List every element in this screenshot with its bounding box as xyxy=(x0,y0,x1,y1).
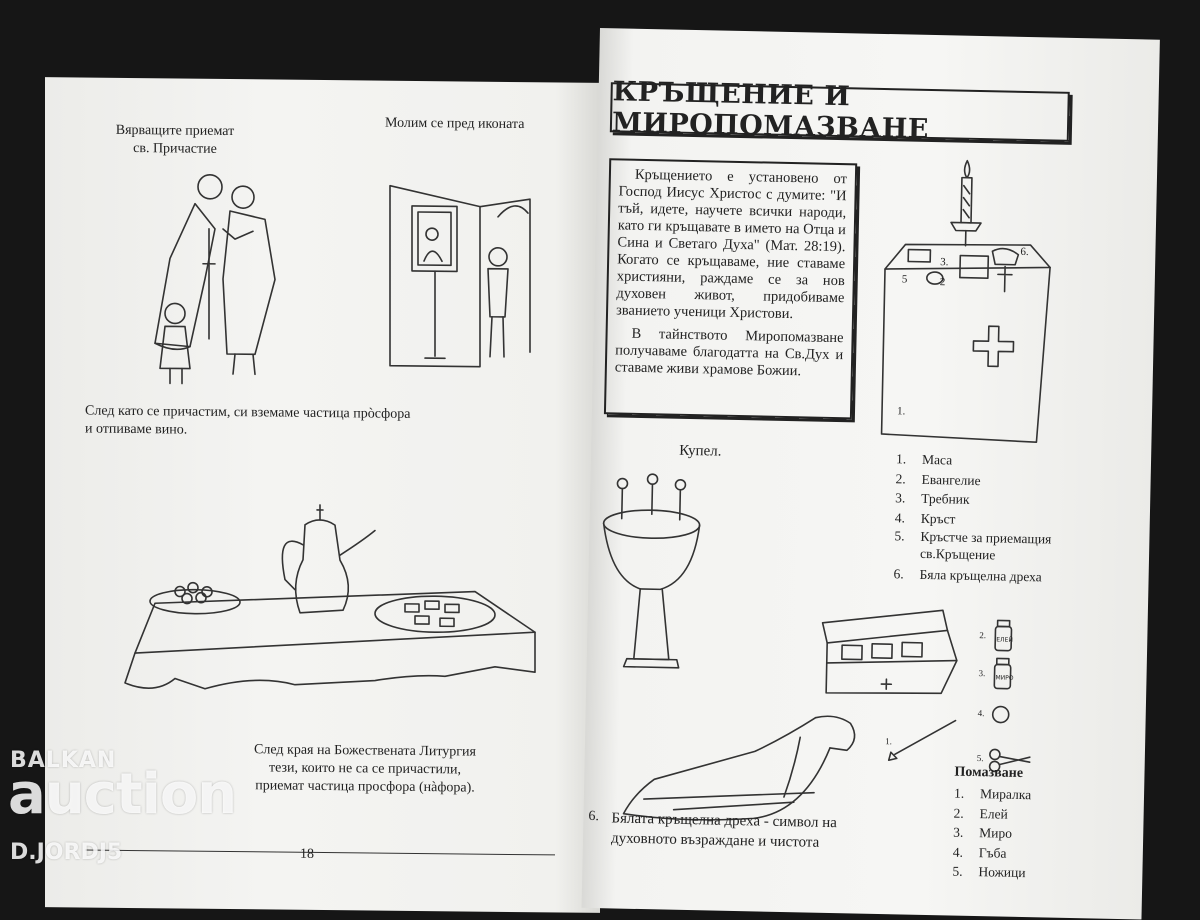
liturgy-table-illustration xyxy=(124,504,536,690)
bottle-label-chrism: МИРО xyxy=(995,674,1013,681)
baptismal-font-illustration xyxy=(602,473,701,669)
bottle-label-oil: ЕЛЕЙ xyxy=(996,636,1013,643)
baptismal-robe-illustration xyxy=(622,715,856,821)
robe-caption: Бялата кръщелна дреха - символ на духовн… xyxy=(610,810,838,851)
altar-label-2: 2 xyxy=(940,276,946,288)
altar-label-5: 5 xyxy=(902,273,908,285)
list-item: 2.Елей xyxy=(953,805,1008,822)
anointing-tools-illustration: ЕЛЕЙ МИРО 2. 3. 4. 5. xyxy=(977,619,1031,773)
font-caption: Купел. xyxy=(678,442,722,460)
icon-prayer-caption: Молим се пред иконата xyxy=(385,115,525,133)
list-item: 4.Гъба xyxy=(952,844,1007,861)
page-number: 18 xyxy=(300,846,314,862)
intro-paragraph-2: В тайнството Миропомазване получаваме бл… xyxy=(614,325,844,380)
communion-caption: Вярващите приемат св. Причастие xyxy=(115,122,235,157)
svg-text:4.: 4. xyxy=(978,708,985,718)
left-page: Вярващите приемат св. Причастие Молим се… xyxy=(45,77,600,913)
brush-illustration: 1. xyxy=(885,719,957,762)
altar-label-3: 3. xyxy=(940,256,949,268)
altar-label-1: 1. xyxy=(897,405,906,417)
list-item: 1.Миралка xyxy=(953,785,1032,803)
list-item: 6.Бяла кръщелна дреха xyxy=(893,566,1042,585)
svg-text:1.: 1. xyxy=(885,736,892,746)
list-item: 5.Ножици xyxy=(952,863,1026,881)
svg-text:5.: 5. xyxy=(977,753,984,763)
svg-text:3.: 3. xyxy=(978,668,985,678)
altar-label-6: 6. xyxy=(1020,246,1029,258)
list-item: 3.Миро xyxy=(953,824,1013,841)
anointing-items-list: 1.Миралка 2.Елей 3.Миро 4.Гъба 5.Ножици xyxy=(952,784,1074,884)
anointing-title: Помазване xyxy=(954,764,1024,782)
chrism-box-illustration xyxy=(821,609,958,695)
altar-table-illustration: 1. 2 3. 5 6. xyxy=(880,159,1051,444)
intro-text-box: Кръщението е установено от Господ Иисус … xyxy=(603,158,858,420)
right-page: КРЪЩЕНИЕ И МИРОПОМАЗВАНЕ Кръщението е ус… xyxy=(581,28,1160,920)
liturgy-caption: След края на Божествената Литургия тези,… xyxy=(254,742,476,796)
footer-rule xyxy=(85,849,555,856)
communion-illustration xyxy=(154,174,276,385)
after-communion-caption: След като се причастим, си вземаме части… xyxy=(85,403,411,438)
icon-prayer-illustration xyxy=(389,184,531,368)
list-item: 5.Кръстче за приемащия св.Кръщение xyxy=(894,528,1052,563)
altar-items-list: 1.Маса 2.Евангелие 3.Требник 4.Кръст 5.К… xyxy=(893,449,1136,588)
robe-caption-number: 6. xyxy=(588,808,600,825)
svg-text:2.: 2. xyxy=(979,630,986,640)
intro-paragraph-1: Кръщението е установено от Господ Иисус … xyxy=(615,166,848,323)
page-title: КРЪЩЕНИЕ И МИРОПОМАЗВАНЕ xyxy=(609,76,1070,145)
